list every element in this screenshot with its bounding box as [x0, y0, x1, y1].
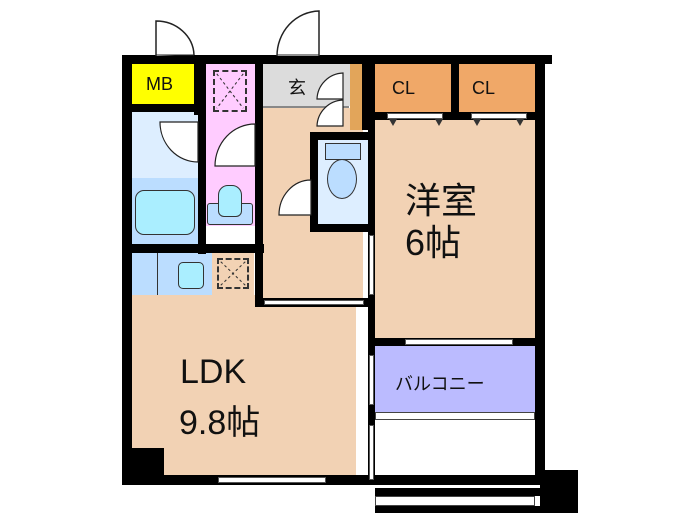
mb-label: MB	[146, 74, 173, 94]
wall-toilet-bottom	[310, 224, 375, 232]
kitchen-sink	[178, 262, 204, 289]
pillar-bottom-left	[132, 448, 164, 478]
sliding-door-closet-left[interactable]	[387, 113, 443, 119]
room-western: 洋室 6帖	[375, 120, 535, 338]
wall-toilet-top	[310, 132, 375, 140]
door-shoe-cabinet-upper[interactable]	[316, 72, 344, 100]
wall-outer-bottom	[122, 475, 545, 485]
sliding-door-western-balcony[interactable]	[405, 339, 513, 345]
door-entrance-outside[interactable]	[276, 10, 320, 57]
kitchen-divider	[157, 253, 158, 295]
closet-door-arrow	[473, 119, 481, 126]
door-shoe-cabinet-lower[interactable]	[316, 99, 344, 127]
closet-door-arrow	[516, 119, 524, 126]
ldk-size: 9.8帖	[179, 404, 261, 442]
wall-toilet-left	[310, 132, 318, 232]
balcony-bottom-wall-2	[375, 506, 545, 513]
wall-outer-left	[122, 55, 132, 485]
room-balcony: バルコニー	[375, 346, 535, 412]
balcony-rail	[375, 412, 535, 420]
sliding-door-hall-ldk[interactable]	[264, 300, 364, 305]
room-ldk: LDK 9.8帖	[132, 295, 356, 475]
bathtub	[135, 190, 195, 235]
balcony-bottom-wall	[375, 488, 545, 496]
closet-right-label: CL	[472, 78, 496, 98]
toilet-bowl	[327, 159, 357, 199]
toilet-tank	[325, 143, 361, 160]
window-ldk-balcony-upper[interactable]	[369, 355, 374, 405]
wall-closet-divider	[451, 55, 459, 120]
sliding-door-closet-right[interactable]	[471, 113, 527, 119]
entrance-step	[263, 106, 349, 108]
room-ldk-upper	[212, 295, 262, 307]
door-toilet[interactable]	[278, 179, 312, 216]
closet-left-label: CL	[392, 78, 416, 98]
room-mb: MB	[132, 64, 194, 104]
wall-washroom-right	[255, 55, 263, 307]
balcony-label: バルコニー	[395, 374, 485, 394]
shoe-cabinet	[350, 64, 362, 130]
wall-outer-right	[535, 55, 545, 485]
room-closet-right: CL	[459, 64, 535, 112]
closet-door-arrow	[389, 119, 397, 126]
window-ldk-balcony-lower[interactable]	[369, 425, 374, 480]
wall-bath-washroom	[198, 104, 206, 254]
window-ldk-bottom[interactable]	[218, 477, 326, 483]
wall-closet-bottom	[368, 112, 545, 120]
wall-mb-bottom	[122, 104, 206, 112]
room-closet-left: CL	[375, 64, 451, 112]
ldk-name: LDK	[180, 353, 247, 391]
washer-space	[213, 70, 247, 112]
pillar-bottom-right	[540, 470, 578, 513]
balcony-bottom-rail	[375, 496, 535, 506]
door-mb-outside[interactable]	[155, 20, 195, 56]
wall-outer-top	[122, 55, 552, 64]
door-washroom[interactable]	[214, 123, 256, 167]
wash-basin	[218, 185, 242, 217]
western-room-size: 6帖	[405, 222, 462, 263]
wall-mb-washroom	[194, 55, 206, 115]
door-bathroom[interactable]	[159, 121, 199, 163]
sliding-door-hall-western[interactable]	[369, 235, 374, 295]
wall-bath-bottom	[122, 244, 264, 253]
western-room-name: 洋室	[405, 180, 478, 221]
entrance-label: 玄	[288, 78, 306, 98]
closet-door-arrow	[435, 119, 443, 126]
fridge-space	[217, 258, 249, 289]
